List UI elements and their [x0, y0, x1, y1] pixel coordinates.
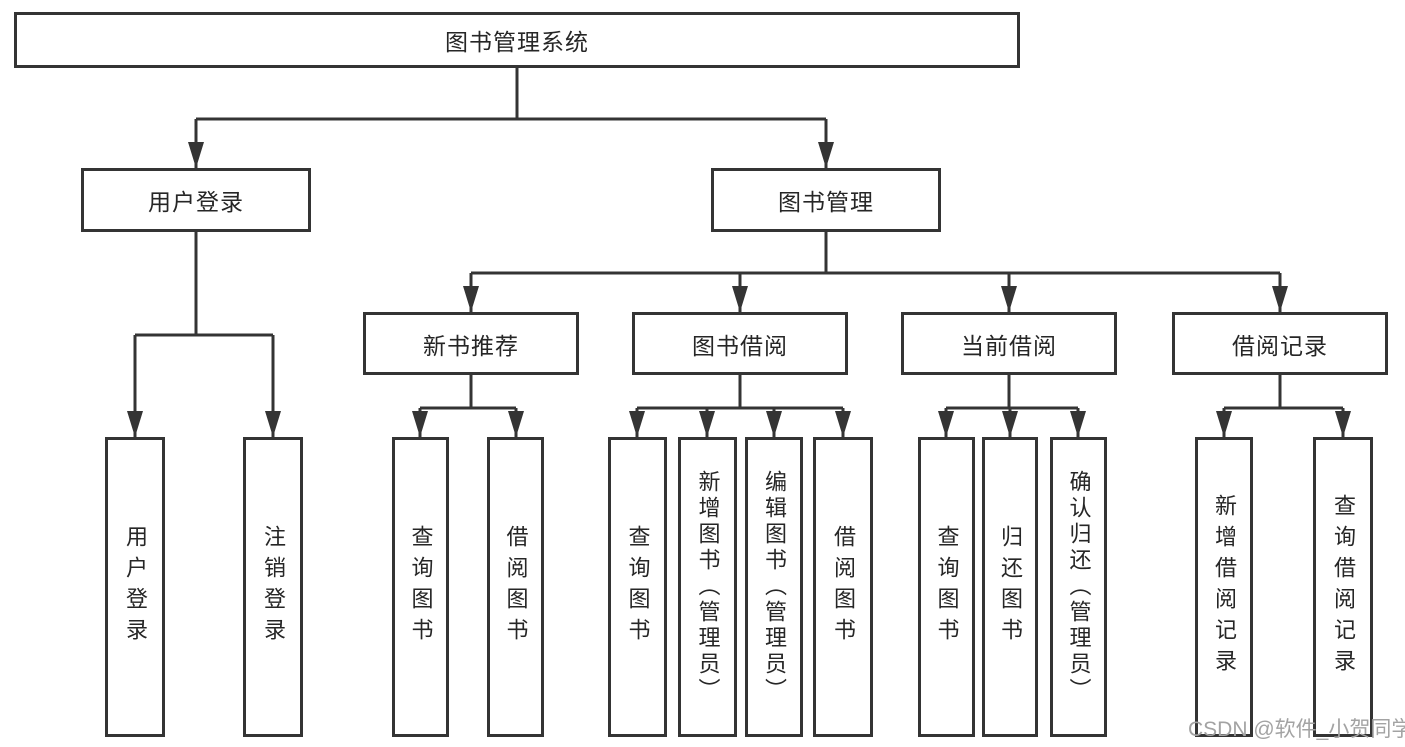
leaf-edit-book-label: 编辑图书（管理员）: [762, 470, 787, 704]
node-book-mgmt: 图书管理: [711, 168, 941, 232]
leaf-query-book-a-label: 查询图书: [408, 525, 434, 649]
node-user-login: 用户登录: [81, 168, 311, 232]
leaf-logout-label: 注销登录: [261, 525, 286, 649]
node-user-login-label: 用户登录: [148, 189, 244, 215]
leaf-borrow-book-b: 借阅图书: [813, 437, 873, 737]
node-book-mgmt-label: 图书管理: [778, 189, 874, 215]
node-new-book-rec-label: 新书推荐: [423, 332, 519, 359]
leaf-query-book-c: 查询图书: [918, 437, 975, 737]
leaf-confirm-return-label: 确认归还（管理员）: [1066, 470, 1092, 704]
node-root-label: 图书管理系统: [445, 29, 589, 55]
leaf-borrow-book-b-label: 借阅图书: [831, 525, 856, 649]
leaf-add-borrow-record: 新增借阅记录: [1195, 437, 1253, 737]
leaf-add-borrow-record-label: 新增借阅记录: [1212, 494, 1237, 680]
leaf-query-borrow-record-label: 查询借阅记录: [1331, 494, 1356, 680]
leaf-add-book: 新增图书（管理员）: [678, 437, 737, 737]
leaf-add-book-label: 新增图书（管理员）: [695, 470, 721, 704]
node-current-borrow: 当前借阅: [901, 312, 1117, 375]
leaf-query-book-b: 查询图书: [608, 437, 667, 737]
arrowheads: [127, 142, 1351, 437]
node-borrow-record-label: 借阅记录: [1232, 332, 1328, 359]
leaf-return-book: 归还图书: [982, 437, 1038, 737]
leaf-query-borrow-record: 查询借阅记录: [1313, 437, 1373, 737]
node-root: 图书管理系统: [14, 12, 1020, 68]
node-book-borrow: 图书借阅: [632, 312, 848, 375]
leaf-confirm-return: 确认归还（管理员）: [1050, 437, 1107, 737]
leaf-return-book-label: 归还图书: [998, 525, 1023, 649]
tree-edges: [133, 68, 1345, 437]
node-new-book-rec: 新书推荐: [363, 312, 579, 375]
leaf-borrow-book-a: 借阅图书: [487, 437, 544, 737]
leaf-query-book-b-label: 查询图书: [625, 525, 651, 649]
leaf-query-book-c-label: 查询图书: [934, 525, 960, 649]
leaf-borrow-book-a-label: 借阅图书: [503, 525, 529, 649]
node-current-borrow-label: 当前借阅: [961, 332, 1057, 359]
leaf-logout: 注销登录: [243, 437, 303, 737]
leaf-user-login: 用户登录: [105, 437, 165, 737]
node-book-borrow-label: 图书借阅: [692, 332, 788, 359]
csdn-watermark: CSDN @软件_小贺同学: [1188, 718, 1405, 741]
leaf-edit-book: 编辑图书（管理员）: [745, 437, 803, 737]
node-borrow-record: 借阅记录: [1172, 312, 1388, 375]
leaf-query-book-a: 查询图书: [392, 437, 449, 737]
leaf-user-login-label: 用户登录: [123, 525, 148, 649]
